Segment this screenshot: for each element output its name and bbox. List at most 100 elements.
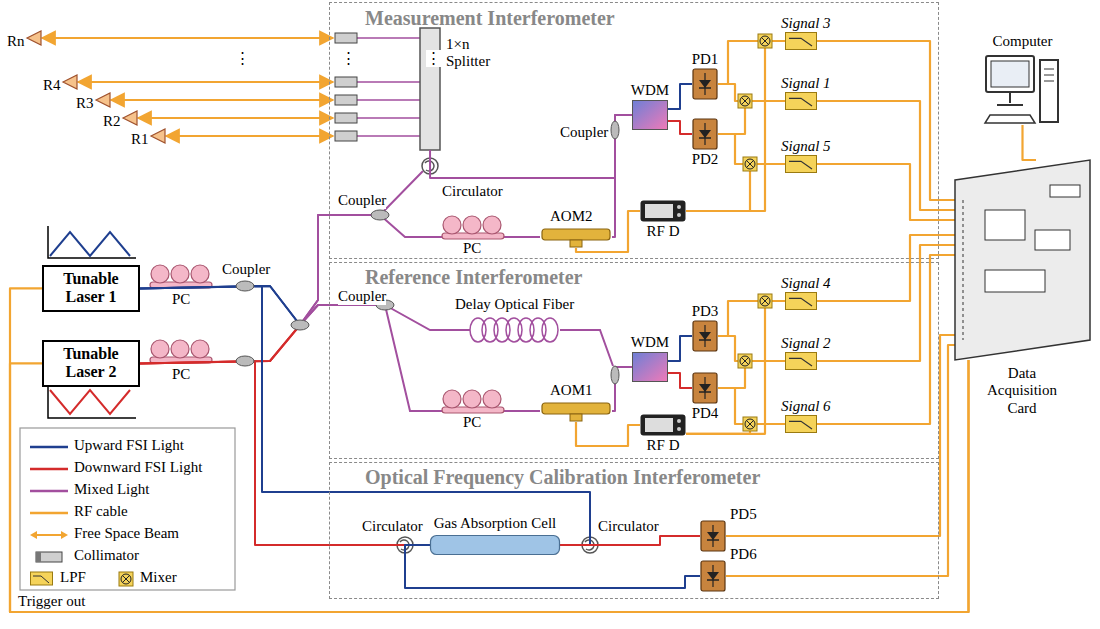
polarization-controller <box>463 390 481 408</box>
lowpass-filter: Signal 5 <box>785 155 817 173</box>
connector-line <box>817 101 955 210</box>
connector-line <box>430 115 632 178</box>
node-label: Rn <box>7 33 25 50</box>
mixer-symbol <box>743 157 757 171</box>
connector-line <box>140 286 590 545</box>
node-label: R4 <box>43 77 61 94</box>
polarization-controller <box>483 390 501 408</box>
rf-cable <box>726 335 955 536</box>
node-label: Signal 5 <box>781 138 831 155</box>
rf-cable <box>10 360 969 612</box>
retroreflector-shape <box>26 30 42 46</box>
wdm-box: WDM <box>632 100 668 130</box>
polarization-controller <box>171 340 189 358</box>
node-label: PD4 <box>684 405 726 422</box>
node-label: PD1 <box>684 51 726 68</box>
legend-sample <box>119 572 133 586</box>
collimator <box>335 33 357 141</box>
mixer-symbol <box>743 417 757 431</box>
lowpass-filter-shape <box>785 352 817 370</box>
fiber-coupler <box>291 320 309 330</box>
fiber-link <box>560 536 700 545</box>
part-label: Coupler <box>560 124 608 141</box>
part-label: ⋮ <box>341 50 356 67</box>
mixer-symbol <box>760 36 770 46</box>
polarization-controller <box>443 216 461 234</box>
fiber-line <box>330 171 540 237</box>
connector-line <box>718 301 785 336</box>
connector-line <box>300 215 330 325</box>
connector-line <box>560 536 700 545</box>
fiber-link <box>140 286 590 545</box>
rf-cable <box>138 117 333 118</box>
connector-line <box>726 335 955 536</box>
rf-cable <box>10 288 969 612</box>
polarization-controller <box>150 216 504 413</box>
connector-line <box>1023 125 1037 160</box>
rf-cable <box>686 164 785 211</box>
wdm-box: WDM <box>632 352 668 382</box>
mixer-symbol <box>740 96 750 106</box>
connector-line <box>78 81 333 83</box>
interferometer-region: Reference InterferometerWDMPD3PD4AOM1RF … <box>330 263 938 458</box>
polarization-controller <box>171 265 189 283</box>
legend-sample <box>123 576 130 583</box>
collimator <box>335 113 357 123</box>
part-label: Circulator <box>442 183 503 200</box>
legend-label: RF cable <box>74 503 128 520</box>
connector-line <box>140 286 300 325</box>
lowpass-filter: Signal 6 <box>785 415 817 433</box>
node-label: R1 <box>131 131 149 148</box>
photodetector: PD4 <box>692 372 718 404</box>
lowpass-filter: Signal 4 <box>785 292 817 310</box>
legend-label: Free Space Beam <box>74 525 179 542</box>
fiber-line <box>357 38 420 136</box>
mixer-symbol <box>758 34 772 48</box>
node-label: Computer <box>980 33 1065 50</box>
laser-box: Tunable Laser 1 <box>42 265 140 312</box>
rf-driver: RF D <box>640 200 686 222</box>
rf-cable <box>718 301 785 336</box>
connector-line <box>42 37 333 39</box>
collimator <box>335 33 357 43</box>
mixer-symbol <box>745 159 755 169</box>
lowpass-filter: Signal 3 <box>785 32 817 50</box>
connector-line <box>140 286 300 325</box>
photodetector: PD3 <box>692 320 718 352</box>
legend-label: Mixer <box>140 569 177 586</box>
node-label: Signal 2 <box>781 335 831 352</box>
legend-sample <box>30 460 70 476</box>
node-label: AOM2 <box>550 208 593 225</box>
node-label: Signal 4 <box>781 275 831 292</box>
rf-cable <box>1023 125 1037 160</box>
connector-line <box>300 215 330 325</box>
legend-box <box>20 428 235 590</box>
legend-sample <box>30 504 70 520</box>
connector-line <box>576 422 640 446</box>
node-label: AOM1 <box>550 382 593 399</box>
mixer-symbol <box>742 98 749 105</box>
rf-cable <box>686 424 785 434</box>
connector-line <box>10 288 969 612</box>
mixer-symbol <box>747 421 754 428</box>
retroreflector-shape <box>150 128 166 144</box>
node-label: Gas Absorption Cell <box>425 515 565 532</box>
mixer-symbol <box>743 157 757 171</box>
fiber-link <box>140 215 330 325</box>
photodetector-shape <box>700 520 726 552</box>
computer-icon-shape <box>985 55 1060 125</box>
polarization-controller <box>151 265 169 283</box>
fiber-link <box>140 215 330 363</box>
mixer-symbol <box>742 358 749 365</box>
part-label: ⋮ <box>235 50 250 67</box>
polarization-controller <box>463 216 481 234</box>
connector-line <box>140 325 300 363</box>
laser-waveform <box>48 226 136 258</box>
fiber-link <box>612 367 632 411</box>
fiber-splitter: 1×n Splitter <box>333 28 440 150</box>
connector-line <box>166 135 333 137</box>
rf-cable <box>166 135 333 136</box>
connector-line <box>10 360 969 612</box>
collimator <box>335 131 357 141</box>
